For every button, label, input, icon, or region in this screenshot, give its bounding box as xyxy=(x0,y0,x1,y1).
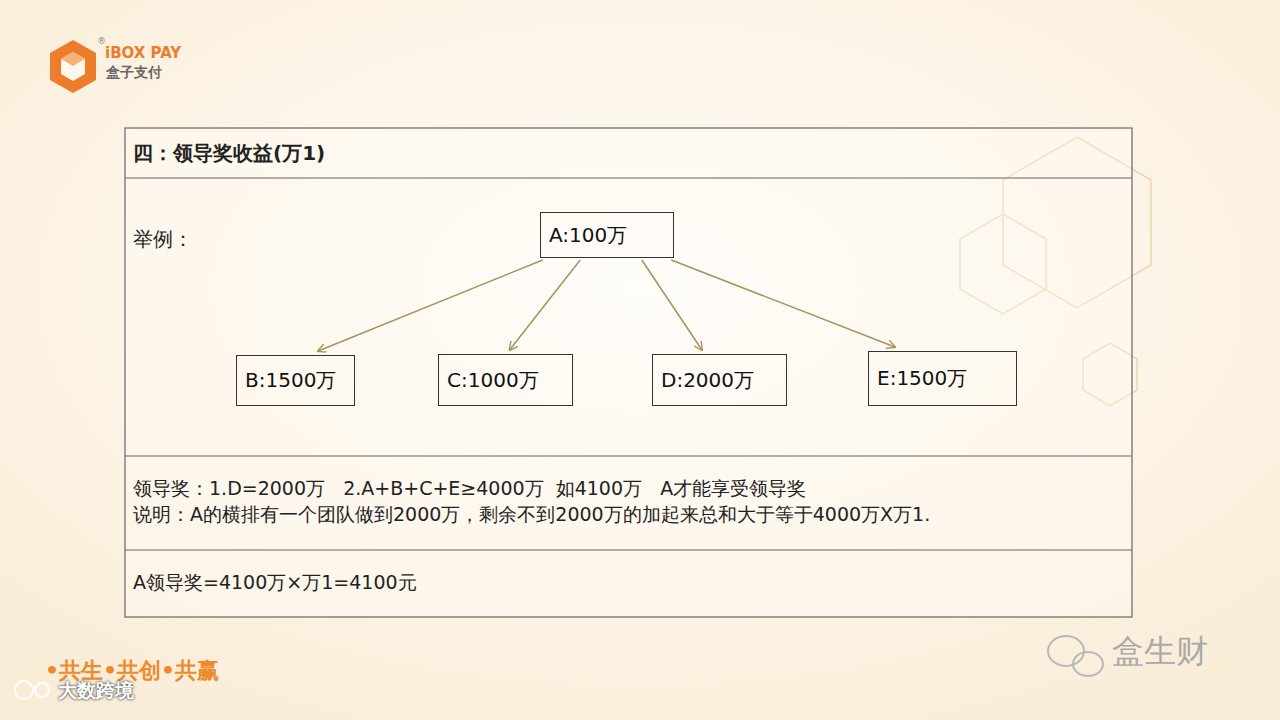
arrow-connector xyxy=(671,260,895,347)
box-text: E:1500万 xyxy=(877,365,967,392)
box-text: C:1000万 xyxy=(447,367,539,394)
value-box: D:2000万 xyxy=(652,354,787,406)
watermark: 盒生财 xyxy=(1112,630,1208,674)
watermark: 大数跨境 xyxy=(58,678,134,704)
note-text: 说明：A的横排有一个团队做到2000万，剩余不到2000万的加起来总和大于等于4… xyxy=(133,502,930,528)
logo-icon xyxy=(50,40,96,93)
arrow-connector xyxy=(510,260,581,350)
logo-name: iBOX PAY xyxy=(105,44,181,62)
arrow-connector xyxy=(642,260,702,350)
value-box: B:1500万 xyxy=(236,355,355,406)
box-text: B:1500万 xyxy=(245,367,336,394)
table-ground xyxy=(125,128,1132,617)
box-text: D:2000万 xyxy=(661,367,754,394)
logo-subtitle: 盒子支付 xyxy=(106,64,162,82)
watermark-icon xyxy=(15,681,49,699)
value-box: A:100万 xyxy=(540,212,674,258)
value-box: C:1000万 xyxy=(438,354,573,406)
box-text: A:100万 xyxy=(549,222,627,249)
value-box: E:1500万 xyxy=(868,351,1017,406)
example-label: 举例： xyxy=(133,226,193,253)
arrow-connector xyxy=(318,260,543,351)
result-text: A领导奖=4100万×万1=4100元 xyxy=(133,570,417,596)
table-grid xyxy=(125,128,1132,617)
wechat-icon xyxy=(1048,636,1103,676)
table-title: 四：领导奖收益(万1) xyxy=(133,140,325,167)
rule-text: 领导奖：1.D=2000万 2.A+B+C+E≥4000万 如4100万 A才能… xyxy=(133,476,806,502)
logo-mark: ® xyxy=(97,36,106,46)
